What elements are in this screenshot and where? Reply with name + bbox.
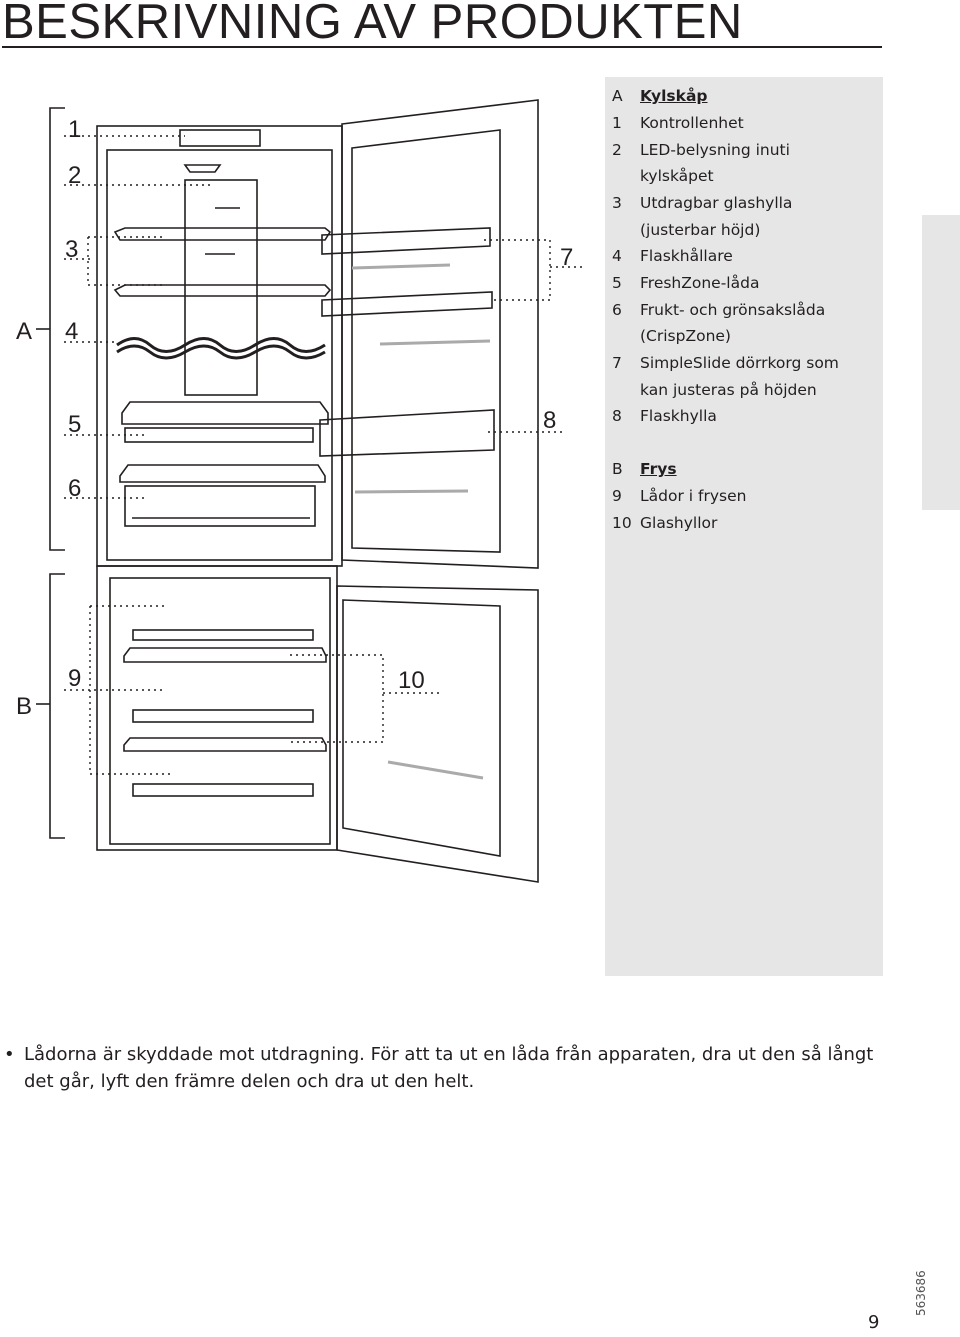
document-code: 563686 [914,1270,928,1316]
led-light [183,164,222,173]
legend-item-cont: kylskåpet [640,167,714,185]
callout-1: 1 [68,116,81,143]
bracket-b [49,573,65,839]
callout-10: 10 [398,667,425,694]
legend-item-cont: (justerbar höjd) [640,221,761,239]
freezer-cabinet [96,565,338,851]
callout-a: A [16,318,32,345]
callout-3: 3 [65,236,78,263]
crisper-drawer [119,464,326,483]
door-basket [321,227,491,255]
page-number: 9 [868,1312,880,1333]
bracket-a [49,107,65,551]
callout-2: 2 [68,162,81,189]
legend-freezer-heading: B Frys [612,456,677,483]
bottle-holder [116,337,326,353]
legend-item-cont: (CrispZone) [640,327,731,345]
callout-b: B [16,693,32,720]
legend-freezer-label: Frys [640,460,677,478]
legend-fridge-heading: A Kylskåp [612,83,708,110]
glass-shelf [113,227,332,241]
legend-freezer-key: B [612,460,623,478]
callout-6: 6 [68,475,81,502]
title-rule [2,46,882,48]
side-tab [922,215,960,510]
fridge-diagram: 1 2 3 A 4 5 6 7 8 9 B 10 [16,99,585,883]
legend-panel [605,77,883,976]
legend-fridge-label: Kylskåp [640,87,708,105]
freezer-door [336,585,539,883]
callout-8: 8 [543,407,556,434]
legend-fridge-key: A [612,87,623,105]
callout-5: 5 [68,411,81,438]
bullet-icon: • [4,1044,15,1065]
page-title: BESKRIVNING AV PRODUKTEN [2,0,743,49]
legend-item-cont: kan justeras på höjden [640,381,817,399]
callout-7: 7 [560,244,573,271]
callout-4: 4 [65,318,78,345]
note-paragraph: • Lådorna är skyddade mot utdragning. Fö… [4,1041,884,1095]
rear-panel [184,179,258,396]
freshzone-drawer [121,401,329,425]
bottle-shelf [319,409,495,457]
note-text: Lådorna är skyddade mot utdragning. För … [24,1044,874,1092]
control-unit [179,129,261,147]
callout-9: 9 [68,665,81,692]
fridge-door [341,99,539,569]
freezer-drawer [132,629,314,641]
